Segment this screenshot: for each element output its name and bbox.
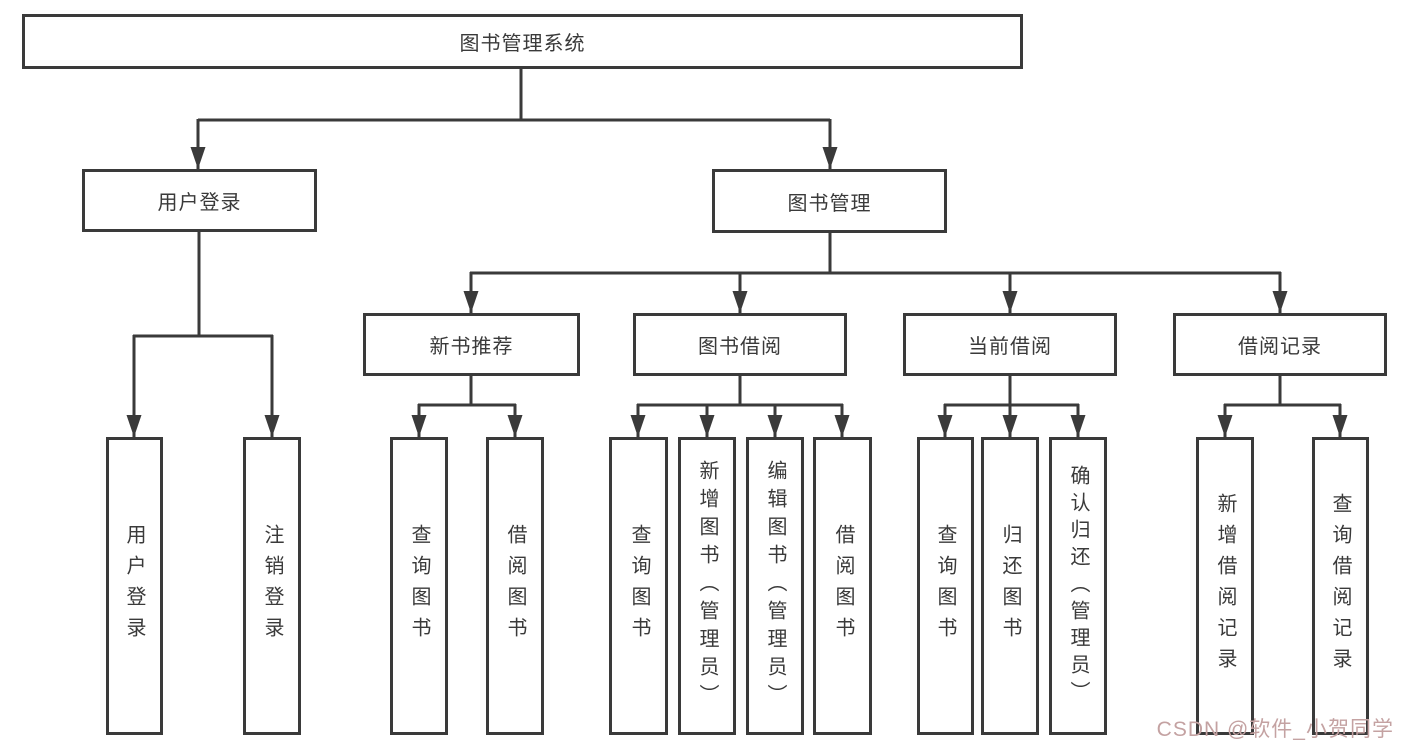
node-borrow-records: 借阅记录 — [1173, 313, 1387, 376]
leaf-add-borrow-record: 新增借阅记录 — [1196, 437, 1254, 735]
leaf-borrow-books-1: 借阅图书 — [486, 437, 544, 735]
leaf-add-books: 新增图书（管理员） — [678, 437, 736, 735]
leaf-return-books: 归还图书 — [981, 437, 1039, 735]
leaf-query-books-3: 查询图书 — [917, 437, 974, 735]
node-book-management: 图书管理 — [712, 169, 947, 233]
leaf-query-borrow-record: 查询借阅记录 — [1312, 437, 1369, 735]
watermark: CSDN @软件_小贺同学 — [1156, 718, 1394, 741]
node-user-login: 用户登录 — [82, 169, 317, 232]
node-new-book-recommend: 新书推荐 — [363, 313, 580, 376]
leaf-edit-books: 编辑图书（管理员） — [746, 437, 804, 735]
node-current-borrow: 当前借阅 — [903, 313, 1117, 376]
leaf-confirm-return: 确认归还（管理员） — [1049, 437, 1107, 735]
leaf-query-books-2: 查询图书 — [609, 437, 668, 735]
node-book-borrow: 图书借阅 — [633, 313, 847, 376]
leaf-logout: 注销登录 — [243, 437, 301, 735]
leaf-user-login: 用户登录 — [106, 437, 163, 735]
leaf-query-books-1: 查询图书 — [390, 437, 448, 735]
node-root: 图书管理系统 — [22, 14, 1023, 69]
leaf-borrow-books-2: 借阅图书 — [813, 437, 872, 735]
